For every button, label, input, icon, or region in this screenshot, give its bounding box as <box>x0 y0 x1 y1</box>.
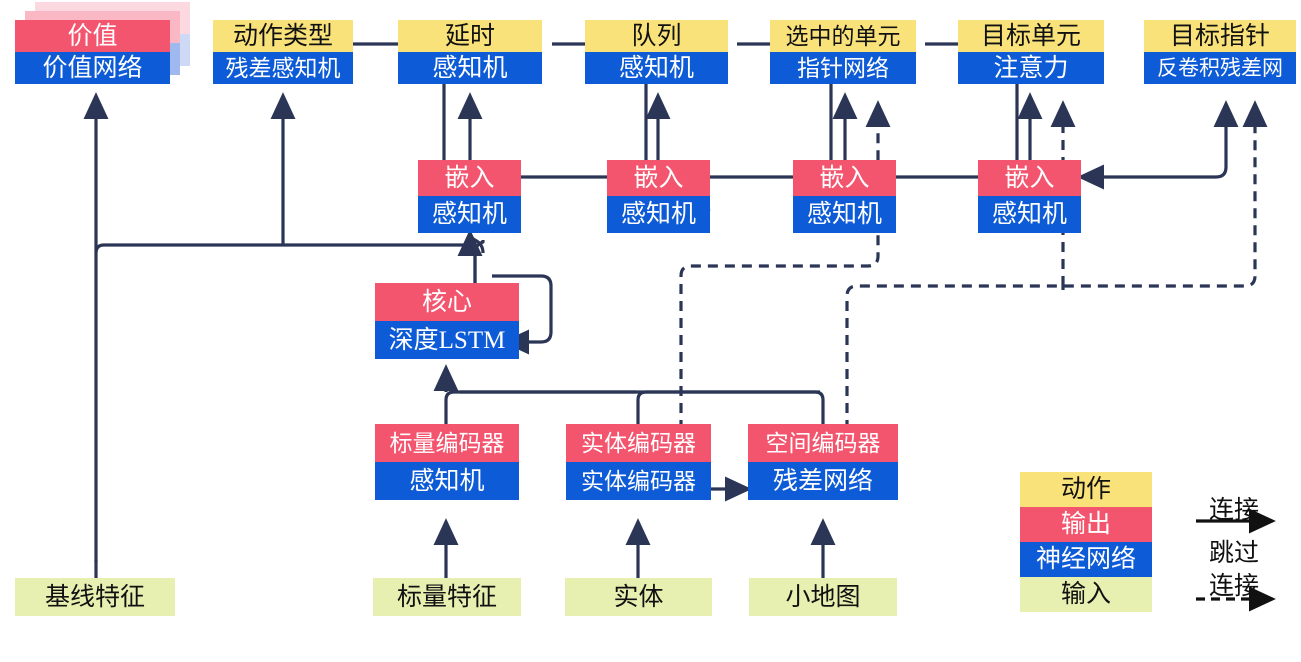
node-delay[interactable]: 延时 感知机 <box>398 20 542 84</box>
node-spatial-encoder[interactable]: 空间编码器 残差网络 <box>748 424 898 500</box>
node-input-baseline-features[interactable]: 基线特征 <box>15 578 175 616</box>
node-embed-2-bottom: 感知机 <box>607 196 710 233</box>
node-entity-encoder[interactable]: 实体编码器 实体编码器 <box>566 424 711 500</box>
node-target-point[interactable]: 目标指针 反卷积残差网 <box>1144 20 1296 84</box>
node-input-minimap[interactable]: 小地图 <box>749 578 897 616</box>
node-core-top: 核心 <box>375 283 519 321</box>
node-target-point-bottom: 反卷积残差网 <box>1144 52 1296 84</box>
node-spatial-encoder-bottom: 残差网络 <box>748 462 898 500</box>
node-scalar-encoder[interactable]: 标量编码器 感知机 <box>375 424 519 500</box>
node-embed-4-bottom: 感知机 <box>978 196 1081 233</box>
edge-spatialencoder-bus <box>460 390 825 424</box>
skip-entityencoder-to-selectedunits <box>679 100 891 430</box>
node-core-bottom: 深度LSTM <box>375 321 519 359</box>
legend-swatch-neural-network: 神经网络 <box>1020 542 1152 577</box>
node-embed-3-bottom: 感知机 <box>793 196 896 233</box>
node-action-type[interactable]: 动作类型 残差感知机 <box>213 20 353 84</box>
legend-swatch-stack: 动作 输出 神经网络 输入 <box>1020 472 1152 612</box>
node-entity-encoder-top: 实体编码器 <box>566 424 711 462</box>
legend-swatch-output: 输出 <box>1020 507 1152 542</box>
node-selected-units-top: 选中的单元 <box>770 20 916 52</box>
node-embed-1[interactable]: 嵌入 感知机 <box>418 160 521 233</box>
node-embed-2-top: 嵌入 <box>607 160 710 196</box>
node-target-unit-top: 目标单元 <box>958 20 1104 52</box>
edge-scalarencoder-bus <box>444 390 636 424</box>
node-value-bottom: 价值网络 <box>15 52 170 84</box>
node-value-top: 价值 <box>15 20 170 52</box>
node-embed-3-top: 嵌入 <box>793 160 896 196</box>
legend-swatch-action: 动作 <box>1020 472 1152 507</box>
node-queue-top: 队列 <box>585 20 728 52</box>
edge-core-to-embed1 <box>457 229 485 257</box>
legend-skip-label-line1: 跳过 <box>1208 540 1259 567</box>
node-delay-bottom: 感知机 <box>398 52 542 84</box>
edge-core-riser-join <box>473 240 485 254</box>
node-embed-1-bottom: 感知机 <box>418 196 521 233</box>
edge-entityencoder-bus <box>636 390 820 424</box>
node-scalar-encoder-bottom: 感知机 <box>375 462 519 500</box>
node-core[interactable]: 核心 深度LSTM <box>375 283 519 359</box>
node-value[interactable]: 价值 价值网络 <box>15 20 170 84</box>
node-embed-3[interactable]: 嵌入 感知机 <box>793 160 896 233</box>
input-minimap-label: 小地图 <box>749 578 897 616</box>
input-baseline-features-label: 基线特征 <box>15 578 175 616</box>
node-input-entities[interactable]: 实体 <box>565 578 712 616</box>
node-target-unit[interactable]: 目标单元 注意力 <box>958 20 1104 84</box>
node-scalar-encoder-top: 标量编码器 <box>375 424 519 462</box>
node-embed-4[interactable]: 嵌入 感知机 <box>978 160 1081 233</box>
node-selected-units-bottom: 指针网络 <box>770 52 916 84</box>
node-target-point-top: 目标指针 <box>1144 20 1296 52</box>
input-scalar-features-label: 标量特征 <box>373 578 521 616</box>
node-embed-4-top: 嵌入 <box>978 160 1081 196</box>
legend-connection-label: 连接 <box>1208 497 1259 524</box>
node-action-type-top: 动作类型 <box>213 20 353 52</box>
skip-spatialencoder-to-targetpoint <box>845 100 1268 430</box>
legend-skip-label-line2: 连接 <box>1208 573 1259 600</box>
node-embed-2[interactable]: 嵌入 感知机 <box>607 160 710 233</box>
node-action-type-bottom: 残差感知机 <box>213 52 353 84</box>
node-entity-encoder-bottom: 实体编码器 <box>566 462 711 500</box>
node-delay-top: 延时 <box>398 20 542 52</box>
node-selected-units[interactable]: 选中的单元 指针网络 <box>770 20 916 84</box>
node-input-scalar-features[interactable]: 标量特征 <box>373 578 521 616</box>
node-target-unit-bottom: 注意力 <box>958 52 1104 84</box>
node-queue[interactable]: 队列 感知机 <box>585 20 728 84</box>
node-embed-1-top: 嵌入 <box>418 160 521 196</box>
node-spatial-encoder-top: 空间编码器 <box>748 424 898 462</box>
edge-embed4-to-targetpoint <box>1080 100 1239 179</box>
node-queue-bottom: 感知机 <box>585 52 728 84</box>
input-entities-label: 实体 <box>565 578 712 616</box>
legend-swatch-input: 输入 <box>1020 577 1152 612</box>
